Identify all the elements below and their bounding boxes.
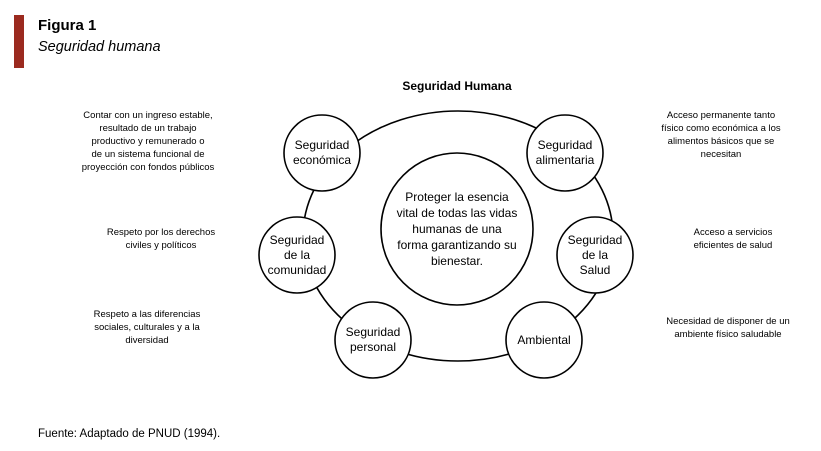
node-seguridad-economica: Seguridad económica [292, 138, 352, 167]
node-circle-alimentaria [526, 114, 604, 192]
node-seguridad-salud: Seguridad de la Salud [567, 232, 623, 277]
figure-number: Figura 1 [38, 17, 97, 34]
desc-comunidad: Respeto por los derechos civiles y polít… [106, 227, 216, 252]
node-ambiental: Ambiental [517, 332, 571, 347]
desc-personal: Respeto a las diferencias sociales, cult… [93, 309, 201, 347]
node-circle-ambiental [505, 301, 583, 379]
desc-economica: Contar con un ingreso estable, resultado… [81, 110, 215, 174]
figure-title: Seguridad humana [38, 39, 161, 55]
diagram-title: Seguridad Humana [402, 79, 512, 93]
node-seguridad-comunidad: Seguridad de la comunidad [267, 232, 327, 277]
node-seguridad-personal: Seguridad personal [345, 325, 401, 354]
desc-salud: Acceso a servicios eficientes de salud [693, 227, 773, 252]
node-circle-economica [283, 114, 361, 192]
figure-accent-bar [14, 15, 24, 68]
node-seguridad-alimentaria: Seguridad alimentaria [535, 138, 595, 167]
node-circle-salud [556, 216, 634, 294]
desc-ambiental: Necesidad de disponer de un ambiente fís… [666, 316, 790, 341]
source-note: Fuente: Adaptado de PNUD (1994). [38, 428, 221, 440]
center-circle [380, 152, 534, 306]
node-circle-personal [334, 301, 412, 379]
desc-alimentaria: Acceso permanente tanto físico como econ… [661, 110, 781, 161]
node-circle-comunidad [258, 216, 336, 294]
center-text: Proteger la esencia vital de todas las v… [396, 190, 518, 268]
